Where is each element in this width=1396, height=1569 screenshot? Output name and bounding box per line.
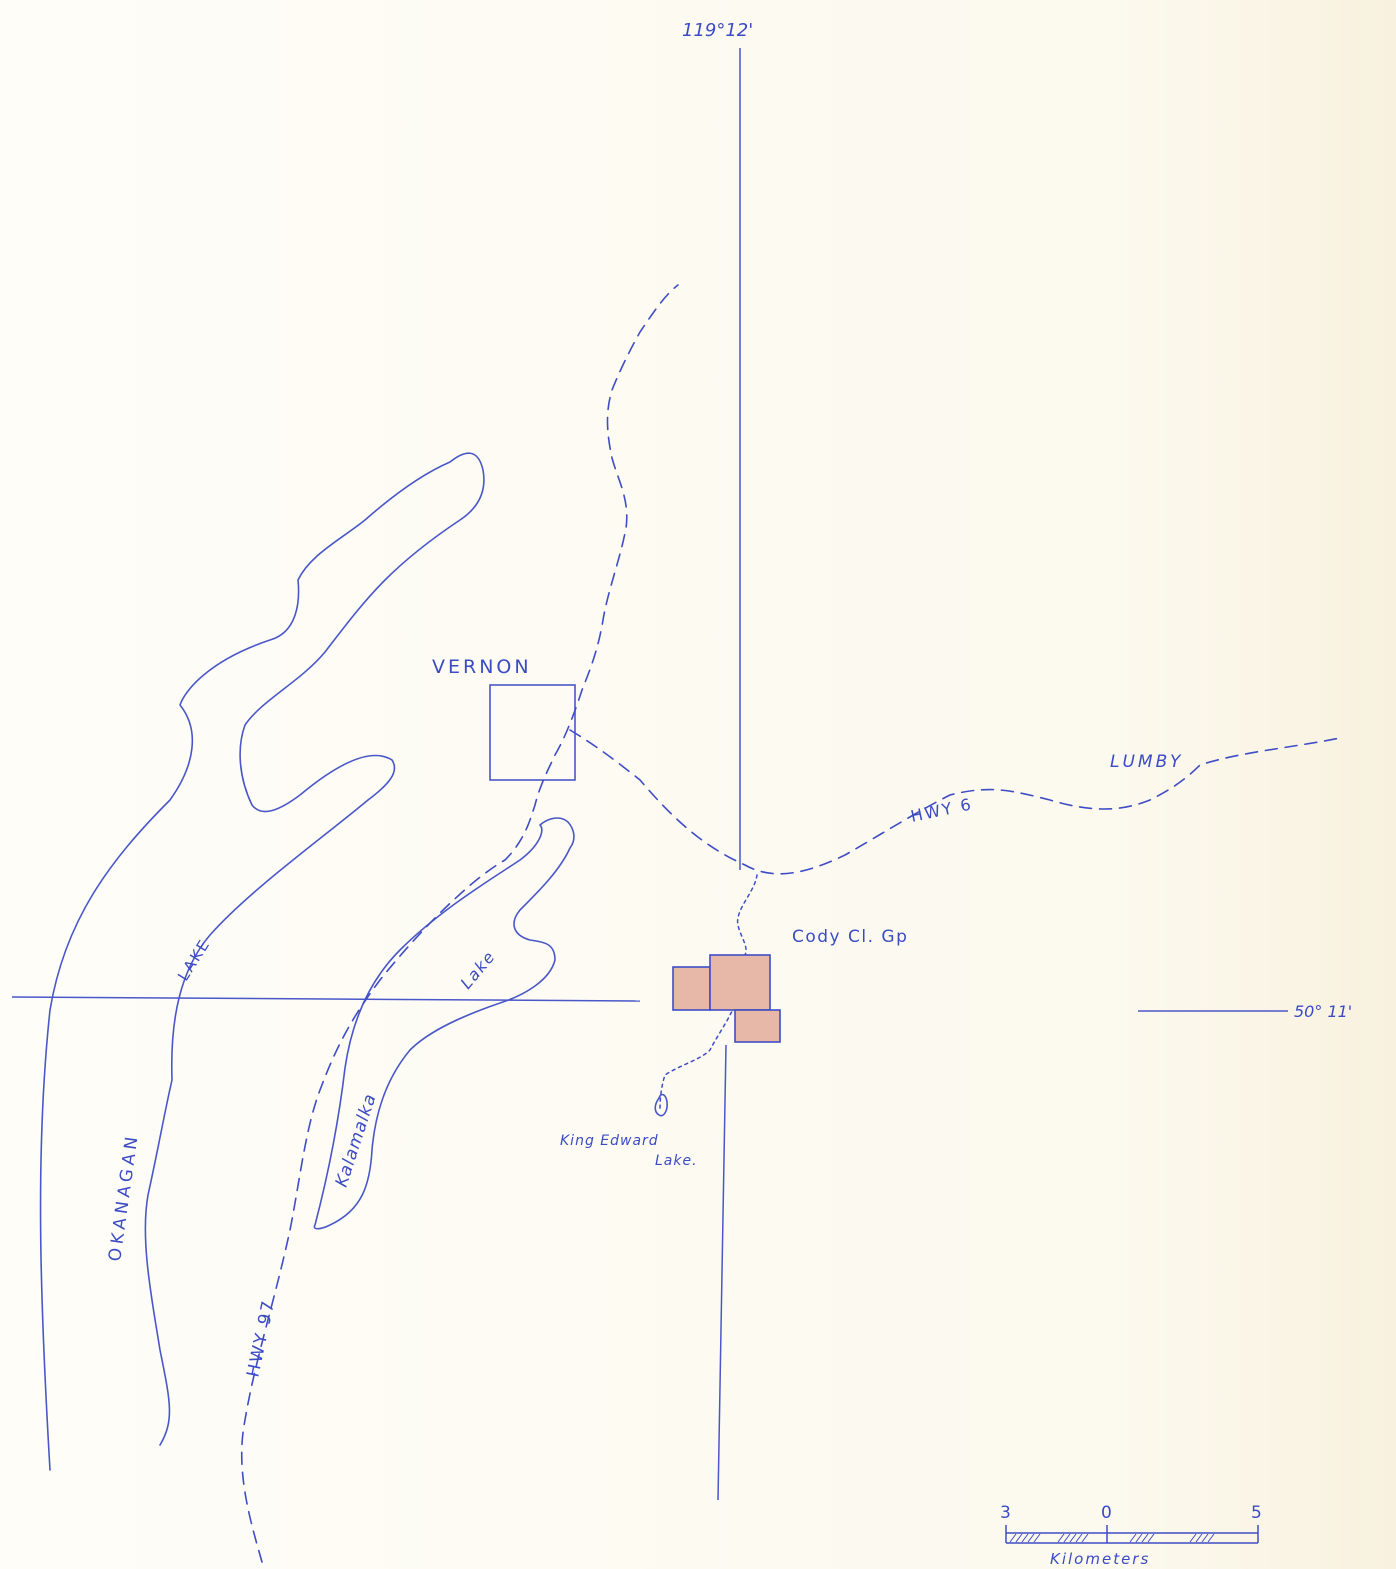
king-edward-lake-label: Lake. bbox=[655, 1153, 698, 1169]
claim-block-west[interactable] bbox=[672, 966, 711, 1011]
scale-bar: 3 0 5 Kilometers bbox=[1000, 1503, 1262, 1568]
claim-block-south[interactable] bbox=[734, 1009, 781, 1043]
king-edward-lake bbox=[654, 1093, 668, 1117]
longitude-label: 119°12' bbox=[682, 20, 753, 41]
vernon-label: VERNON bbox=[432, 656, 532, 678]
okanagan-lake-west-shore bbox=[39, 452, 485, 1471]
claim-block-north[interactable] bbox=[709, 954, 771, 1011]
scale-bar-hatching bbox=[1009, 1533, 1215, 1543]
scale-zero-value: 0 bbox=[1101, 1503, 1112, 1523]
hwy-97-road[interactable] bbox=[240, 284, 679, 1563]
kalamalka-lake-shore bbox=[313, 817, 575, 1230]
scale-unit-label: Kilometers bbox=[1050, 1550, 1150, 1568]
claim-group-label: Cody Cl. Gp bbox=[792, 927, 908, 947]
scale-left-value: 3 bbox=[1000, 1503, 1011, 1523]
parallel-line-west bbox=[11, 996, 641, 1002]
scale-right-value: 5 bbox=[1251, 1503, 1262, 1523]
lumby-label: LUMBY bbox=[1110, 752, 1183, 772]
meridian-line-south bbox=[717, 1044, 727, 1501]
hwy-6-road[interactable] bbox=[569, 729, 1341, 875]
king-edward-label: King Edward bbox=[560, 1133, 659, 1149]
latitude-label: 50° 11' bbox=[1294, 1002, 1352, 1021]
